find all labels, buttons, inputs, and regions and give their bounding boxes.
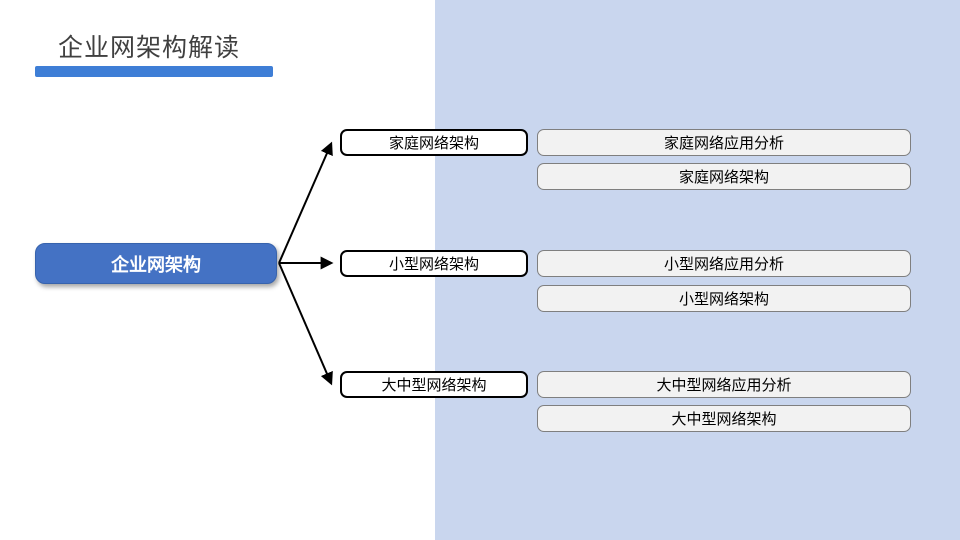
root-node: 企业网架构 xyxy=(35,243,277,284)
leaf-node: 大中型网络应用分析 xyxy=(537,371,911,398)
title-underline xyxy=(35,66,273,77)
connector-top xyxy=(278,141,333,264)
leaf-node: 小型网络架构 xyxy=(537,285,911,312)
leaf-node: 小型网络应用分析 xyxy=(537,250,911,277)
branch-node-home: 家庭网络架构 xyxy=(340,129,528,156)
connector-bottom xyxy=(278,262,333,386)
slide-title: 企业网架构解读 xyxy=(58,34,241,62)
leaf-node: 大中型网络架构 xyxy=(537,405,911,432)
branch-node-small: 小型网络架构 xyxy=(340,250,528,277)
branch-node-large: 大中型网络架构 xyxy=(340,371,528,398)
leaf-node: 家庭网络应用分析 xyxy=(537,129,911,156)
leaf-node: 家庭网络架构 xyxy=(537,163,911,190)
